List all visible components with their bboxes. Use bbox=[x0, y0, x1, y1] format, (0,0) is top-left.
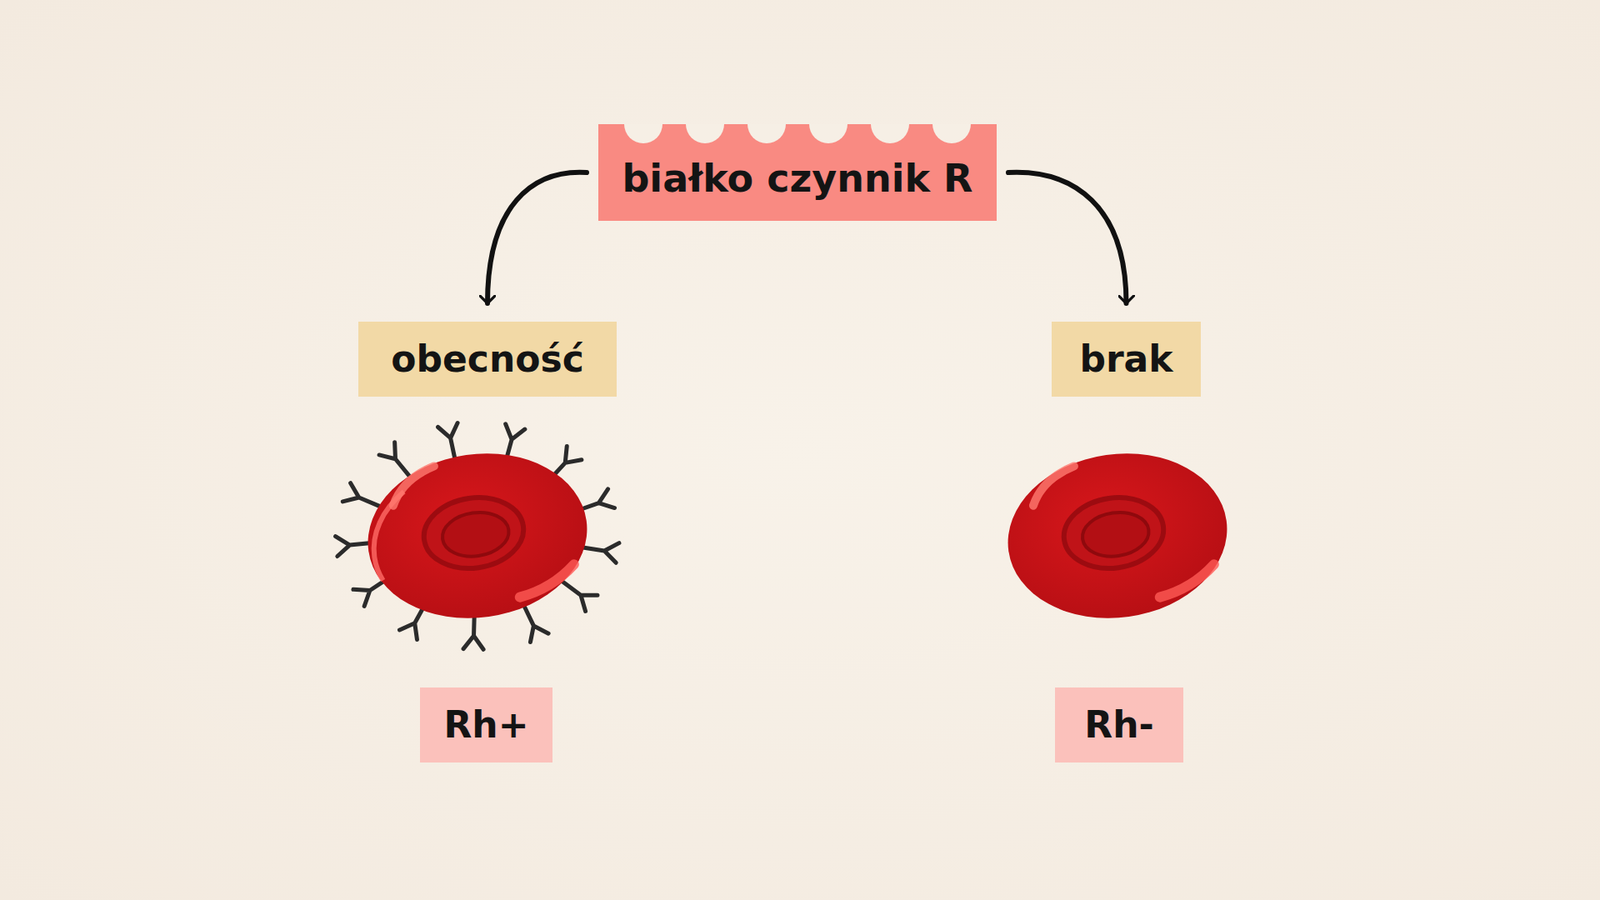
rh-label: Rh- bbox=[1055, 687, 1184, 763]
node-text: Rh- bbox=[1084, 705, 1154, 745]
antibody bbox=[463, 614, 484, 650]
rh-negative-cell bbox=[997, 440, 1239, 633]
curved-arrow bbox=[487, 172, 587, 304]
node-text: brak bbox=[1079, 339, 1173, 380]
rh-label: Rh+ bbox=[420, 687, 553, 763]
scallop-notch bbox=[685, 124, 725, 144]
antibody bbox=[583, 543, 620, 564]
antibody bbox=[342, 483, 379, 506]
scallop-notch bbox=[624, 124, 663, 144]
protein-box: białko czynnik R bbox=[598, 124, 997, 221]
presence-label: obecność bbox=[358, 321, 617, 397]
antibody bbox=[578, 489, 615, 510]
rh-positive-cell bbox=[357, 439, 604, 638]
absence-label: brak bbox=[1051, 321, 1201, 397]
node-text: obecność bbox=[390, 339, 584, 380]
antibody bbox=[524, 605, 549, 642]
antibody bbox=[438, 423, 458, 460]
node-text: białko czynnik R bbox=[621, 157, 973, 200]
scallop-notch bbox=[870, 124, 910, 144]
antibody bbox=[379, 442, 410, 476]
antibody bbox=[505, 424, 525, 461]
antibody bbox=[563, 582, 598, 612]
node-text: Rh+ bbox=[443, 705, 529, 745]
curved-arrow bbox=[1008, 172, 1127, 304]
antibodies bbox=[335, 423, 620, 650]
scallop-notch bbox=[747, 124, 786, 144]
scallop-notch bbox=[809, 124, 848, 144]
scallop-notch bbox=[932, 124, 971, 144]
antibody bbox=[335, 536, 372, 557]
